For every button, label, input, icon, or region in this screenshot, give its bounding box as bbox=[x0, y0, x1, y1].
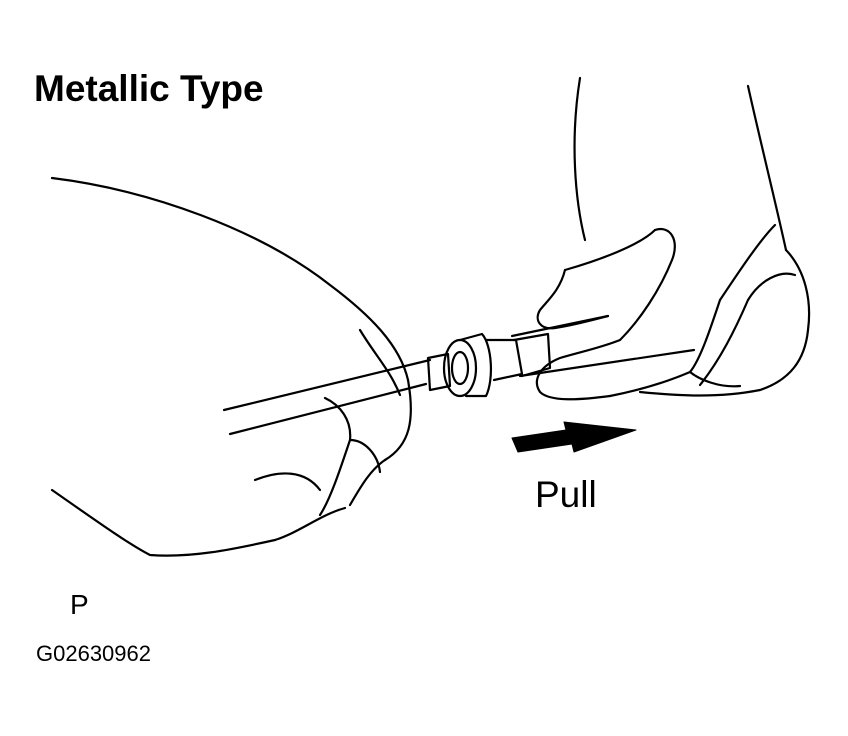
figure-code-label: G02630962 bbox=[36, 641, 151, 666]
figure-title: Metallic Type bbox=[34, 68, 264, 109]
pull-direction-label: Pull bbox=[535, 474, 597, 515]
pull-direction-arrow-icon bbox=[511, 421, 637, 453]
metallic-coupling bbox=[426, 332, 552, 398]
left-hand-outline bbox=[50, 176, 412, 557]
right-hand-outline bbox=[535, 76, 811, 401]
view-letter-label: P bbox=[70, 589, 89, 620]
outer-cable bbox=[222, 358, 432, 436]
